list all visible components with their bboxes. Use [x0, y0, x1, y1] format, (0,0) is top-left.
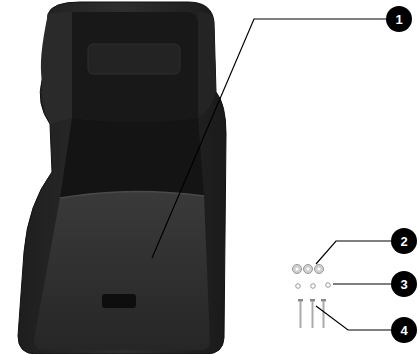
ring — [296, 284, 301, 289]
washer-hole — [295, 267, 298, 270]
callout-number: 4 — [391, 317, 417, 343]
washer-hole — [317, 267, 320, 270]
washer — [304, 265, 313, 274]
seat-front — [34, 191, 210, 350]
holder-outline — [18, 2, 226, 354]
washer-hole — [306, 267, 309, 270]
washer — [293, 265, 302, 274]
ring — [311, 284, 316, 289]
right-arm — [198, 12, 216, 118]
ring — [326, 283, 331, 288]
screw-shank — [312, 301, 314, 328]
washer — [315, 265, 324, 274]
callout-number: 1 — [386, 6, 412, 32]
callout-number: 2 — [391, 228, 417, 254]
rings — [296, 283, 331, 289]
screws — [298, 299, 326, 328]
screw-shank — [300, 301, 302, 328]
leader-line — [333, 283, 391, 284]
leader-lines — [152, 19, 391, 330]
leader-line — [152, 19, 386, 258]
leader-line — [316, 306, 391, 330]
back-panel — [72, 12, 198, 122]
seat-edge — [60, 191, 204, 198]
cable-slot — [102, 294, 136, 308]
callout-number: 3 — [391, 271, 417, 297]
leader-line — [316, 241, 391, 264]
left-arm — [41, 12, 72, 124]
washers — [293, 265, 324, 274]
top-recess — [88, 44, 180, 74]
screw-shank — [323, 301, 325, 328]
phone-holder — [18, 2, 226, 354]
